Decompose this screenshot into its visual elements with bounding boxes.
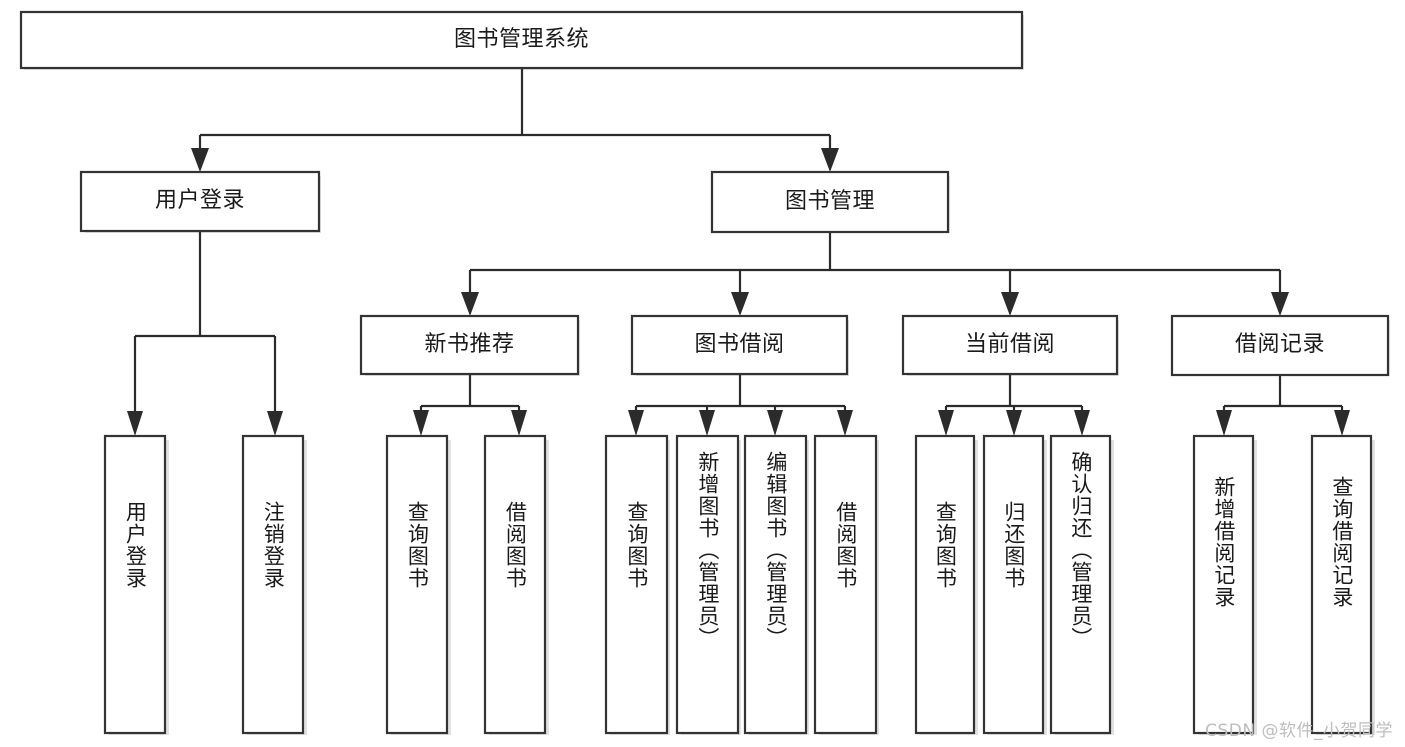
node-box-leaf-query-book-a[interactable] bbox=[385, 434, 449, 735]
arrow-leaf-a1 bbox=[267, 411, 283, 436]
arrow-leaf-c3 bbox=[837, 410, 853, 436]
arrow-leaf-d2 bbox=[1074, 410, 1090, 436]
arrow-leaf-c0 bbox=[628, 410, 644, 436]
arrow-leaf-e1 bbox=[1334, 410, 1350, 436]
node-box-leaf-query-book-c[interactable] bbox=[914, 434, 976, 735]
arrow-leaf-b1 bbox=[511, 410, 527, 436]
watermark-text: CSDN @软件_小贺同学 bbox=[1205, 721, 1393, 741]
node-box-leaf-add-book[interactable] bbox=[675, 434, 740, 735]
node-box-book-management[interactable] bbox=[710, 170, 950, 234]
arrow-to-borrow-record bbox=[1271, 292, 1289, 316]
node-box-root[interactable] bbox=[19, 10, 1024, 70]
node-box-leaf-confirm-return[interactable] bbox=[1049, 434, 1112, 735]
arrow-leaf-c2 bbox=[767, 410, 783, 436]
arrow-to-new-book bbox=[461, 292, 479, 316]
node-box-user-login[interactable] bbox=[79, 170, 321, 233]
node-box-leaf-borrow-book-a[interactable] bbox=[483, 434, 547, 735]
arrow-leaf-a0 bbox=[127, 411, 143, 436]
node-boxes bbox=[19, 10, 1390, 735]
node-box-leaf-logout[interactable] bbox=[241, 434, 305, 735]
node-box-current-borrow[interactable] bbox=[901, 314, 1119, 376]
node-box-leaf-add-record[interactable] bbox=[1192, 434, 1255, 735]
arrow-to-book-borrow bbox=[731, 292, 749, 316]
connectors bbox=[127, 68, 1350, 436]
node-box-borrow-record[interactable] bbox=[1170, 314, 1390, 377]
node-box-leaf-edit-book[interactable] bbox=[743, 434, 808, 735]
arrow-leaf-b0 bbox=[413, 410, 429, 436]
node-box-leaf-borrow-book-b[interactable] bbox=[813, 434, 878, 735]
arrow-to-user-login bbox=[191, 148, 209, 172]
node-box-leaf-user-login[interactable] bbox=[103, 434, 167, 735]
node-box-leaf-query-book-b[interactable] bbox=[604, 434, 669, 735]
arrow-leaf-d0 bbox=[938, 410, 954, 436]
arrow-leaf-e0 bbox=[1216, 410, 1232, 436]
arrow-leaf-d1 bbox=[1006, 410, 1022, 436]
arrow-to-book-mgmt bbox=[821, 148, 839, 172]
node-box-new-book-recommend[interactable] bbox=[359, 314, 580, 376]
node-box-book-borrow[interactable] bbox=[630, 314, 849, 376]
arrow-leaf-c1 bbox=[699, 410, 715, 436]
node-box-leaf-return-book[interactable] bbox=[982, 434, 1045, 735]
arrow-to-current-borrow bbox=[1001, 292, 1019, 316]
node-box-leaf-query-record[interactable] bbox=[1310, 434, 1373, 735]
